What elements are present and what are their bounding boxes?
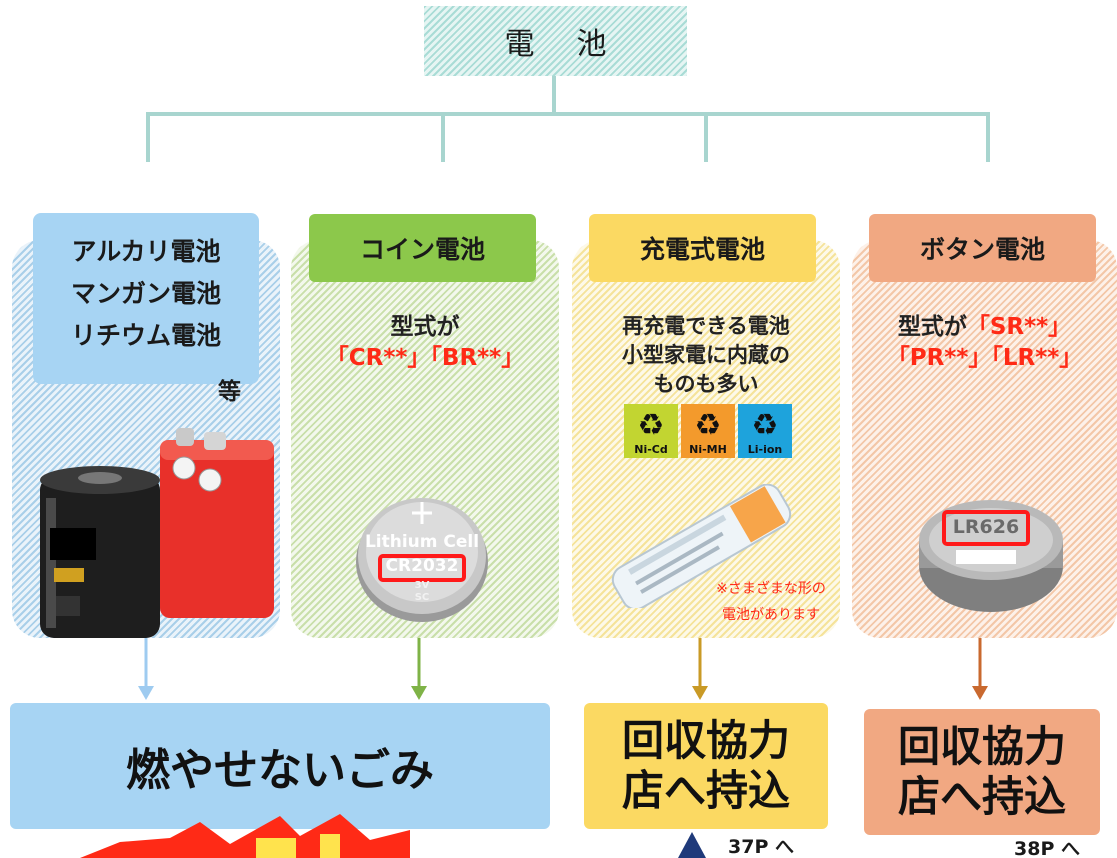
arrow-down-icon	[138, 638, 154, 700]
branch-drop-3	[704, 112, 708, 162]
dest-line-2: 店へ持込	[621, 766, 790, 815]
header-alkaline-line-2: マンガン電池	[70, 279, 221, 308]
recycle-label: Ni-Cd	[634, 443, 668, 456]
desc-rechargeable: 再充電できる電池 小型家電に内蔵の ものも多い	[572, 312, 840, 399]
header-alkaline-line-1: アルカリ電池	[71, 237, 221, 266]
page-ref-38[interactable]: 38P へ	[1014, 838, 1080, 858]
coin-photo-text-3: 3V	[414, 580, 430, 591]
arrow-down-icon	[692, 638, 708, 700]
header-coin: コイン電池	[309, 214, 536, 282]
dest-line-1: 回収協力	[621, 716, 790, 765]
coin-photo-text-2: CR2032	[385, 556, 459, 576]
dest-non-burnable-label: 燃やせないごみ	[126, 745, 434, 796]
recycle-icon: ♻	[637, 408, 665, 443]
desc-button-line-1: 型式が「SR**」	[852, 312, 1117, 343]
recycle-label: Ni-MH	[689, 443, 727, 456]
desc-rechargeable-line-1: 再充電できる電池	[622, 314, 790, 338]
branch-drop-1	[146, 112, 150, 162]
button-battery-photo	[919, 500, 1063, 612]
coin-photo-text-4: SC	[414, 592, 430, 603]
desc-button-line-2: 「PR**」「LR**」	[886, 345, 1083, 371]
recycle-marks: ♻ Ni-Cd ♻ Ni-MH ♻ Li-ion	[624, 404, 792, 458]
recycle-label: Li-ion	[747, 443, 783, 456]
branch-drop-4	[986, 112, 990, 162]
root-node: 電池	[424, 6, 687, 76]
arrow-down-icon	[972, 638, 988, 700]
desc-button-prefix: 型式が	[897, 314, 967, 340]
recycle-mark-nimh: ♻ Ni-MH	[681, 404, 735, 458]
desc-rechargeable-line-3: ものも多い	[653, 372, 759, 396]
desc-rechargeable-line-2: 小型家電に内蔵の	[622, 343, 790, 367]
button-photo-text: LR626	[952, 516, 1020, 538]
desc-coin: 型式が 「CR**」「BR**」	[291, 312, 559, 374]
triangle-up-icon	[678, 832, 706, 858]
coin-battery-photo	[356, 498, 488, 622]
recycle-icon: ♻	[751, 408, 779, 443]
note-line-1: ※さまざまな形の	[716, 581, 826, 597]
recycle-mark-liion: ♻ Li-ion	[738, 404, 792, 458]
trunk-line	[552, 76, 556, 114]
recycle-mark-nicd: ♻ Ni-Cd	[624, 404, 678, 458]
branch-line	[146, 112, 990, 116]
recycle-icon: ♻	[694, 408, 722, 443]
desc-button-sr: 「SR**」	[966, 314, 1072, 340]
root-label: 電池	[504, 27, 649, 62]
header-rechargeable: 充電式電池	[589, 214, 816, 282]
dest-recycle-store-rechargeable: 回収協力 店へ持込	[584, 703, 828, 829]
header-alkaline-line-3: リチウム電池	[70, 321, 221, 350]
dest-non-burnable: 燃やせないごみ	[10, 703, 550, 829]
note-line-2: 電池があります	[722, 607, 820, 623]
note-rechargeable: ※さまざまな形の 電池があります	[696, 576, 846, 628]
branch-drop-2	[441, 112, 445, 162]
page-ref-37[interactable]: 37P へ	[728, 836, 794, 858]
dest-line-1: 回収協力	[897, 722, 1066, 771]
desc-coin-line-1: 型式が	[390, 314, 460, 340]
header-button: ボタン電池	[869, 214, 1096, 282]
arrow-down-icon	[411, 638, 427, 700]
desc-button: 型式が「SR**」 「PR**」「LR**」	[852, 312, 1117, 374]
dest-line-2: 店へ持込	[897, 772, 1066, 821]
desc-coin-line-2: 「CR**」「BR**」	[325, 345, 525, 371]
alkaline-battery-photo	[40, 428, 274, 638]
etc-label: 等	[218, 379, 241, 405]
coin-photo-text-1: Lithium Cell	[364, 532, 480, 552]
dest-recycle-store-button: 回収協力 店へ持込	[864, 709, 1100, 835]
header-alkaline: アルカリ電池 マンガン電池 リチウム電池	[33, 213, 259, 384]
warning-burst-icon	[80, 814, 410, 858]
rechargeable-battery-photo	[611, 484, 792, 608]
